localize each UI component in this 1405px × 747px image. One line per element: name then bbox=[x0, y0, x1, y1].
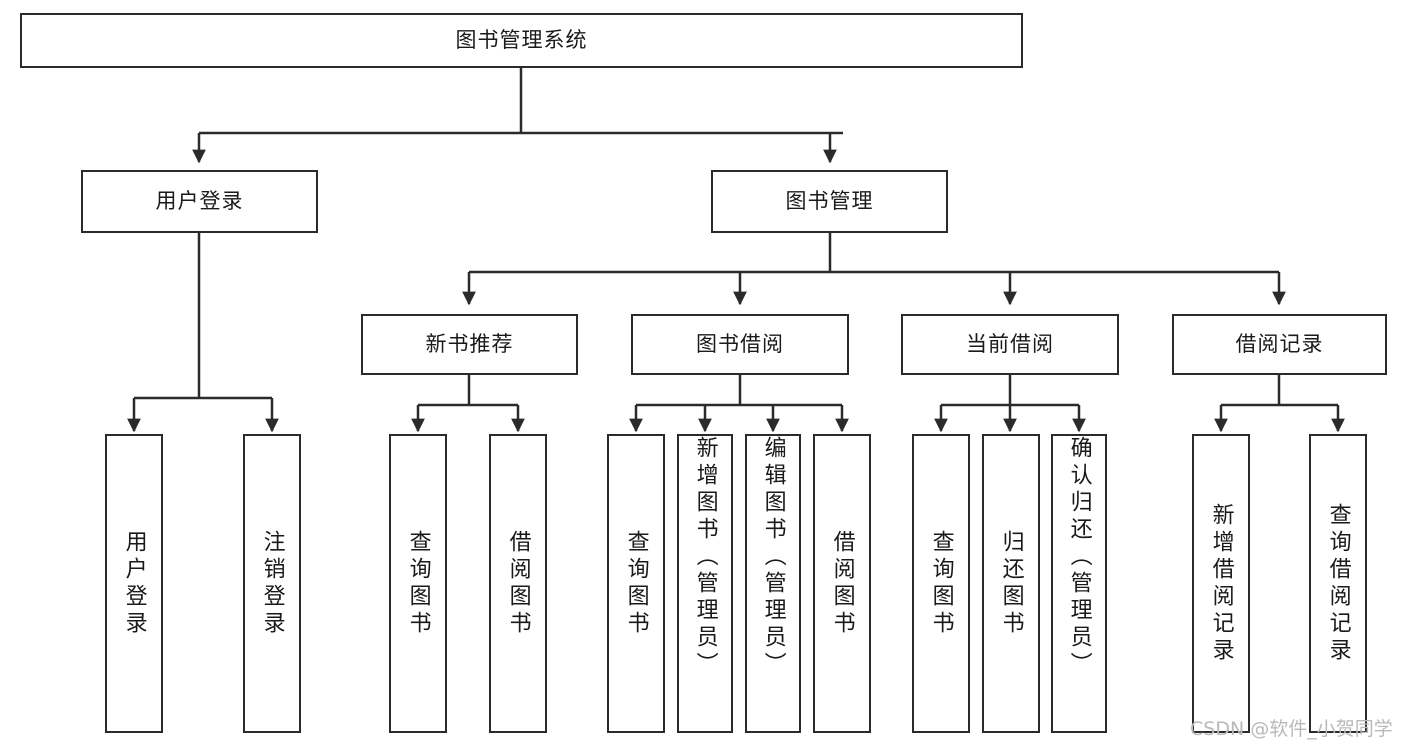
leaf-record-query-record-label: 查询借阅记录 bbox=[1325, 502, 1351, 665]
node-book-borrow[interactable]: 图书借阅 bbox=[631, 314, 849, 375]
leaf-recommend-query-book-label: 查询图书 bbox=[405, 529, 431, 638]
leaf-record-add-record[interactable]: 新增借阅记录 bbox=[1192, 434, 1250, 733]
leaf-current-return-book[interactable]: 归还图书 bbox=[982, 434, 1040, 733]
node-current-borrow[interactable]: 当前借阅 bbox=[901, 314, 1119, 375]
leaf-current-confirm-return-admin[interactable]: 确认归还（管理员） bbox=[1051, 434, 1107, 733]
node-book-borrow-label: 图书借阅 bbox=[696, 332, 784, 357]
leaf-current-query-book-label: 查询图书 bbox=[928, 529, 954, 638]
leaf-recommend-borrow-book-label: 借阅图书 bbox=[505, 529, 531, 638]
leaf-record-query-record[interactable]: 查询借阅记录 bbox=[1309, 434, 1367, 733]
node-root-system[interactable]: 图书管理系统 bbox=[20, 13, 1023, 68]
leaf-borrow-edit-book-admin-label: 编辑图书（管理员） bbox=[760, 436, 786, 679]
node-book-management[interactable]: 图书管理 bbox=[711, 170, 948, 233]
node-user-login[interactable]: 用户登录 bbox=[81, 170, 318, 233]
leaf-current-return-book-label: 归还图书 bbox=[998, 529, 1024, 638]
leaf-recommend-borrow-book[interactable]: 借阅图书 bbox=[489, 434, 547, 733]
leaf-borrow-query-book[interactable]: 查询图书 bbox=[607, 434, 665, 733]
leaf-current-query-book[interactable]: 查询图书 bbox=[912, 434, 970, 733]
leaf-recommend-query-book[interactable]: 查询图书 bbox=[389, 434, 447, 733]
leaf-user-login-login-label: 用户登录 bbox=[121, 529, 147, 638]
node-current-borrow-label: 当前借阅 bbox=[966, 332, 1054, 357]
leaf-user-login-logout-label: 注销登录 bbox=[259, 529, 285, 638]
leaf-user-login-logout[interactable]: 注销登录 bbox=[243, 434, 301, 733]
leaf-borrow-borrow-book[interactable]: 借阅图书 bbox=[813, 434, 871, 733]
leaf-borrow-query-book-label: 查询图书 bbox=[623, 529, 649, 638]
leaf-user-login-login[interactable]: 用户登录 bbox=[105, 434, 163, 733]
leaf-record-add-record-label: 新增借阅记录 bbox=[1208, 502, 1234, 665]
leaf-borrow-edit-book-admin[interactable]: 编辑图书（管理员） bbox=[745, 434, 801, 733]
node-root-system-label: 图书管理系统 bbox=[455, 28, 588, 53]
node-user-login-label: 用户登录 bbox=[155, 189, 244, 214]
leaf-borrow-add-book-admin-label: 新增图书（管理员） bbox=[692, 436, 718, 679]
node-borrow-record[interactable]: 借阅记录 bbox=[1172, 314, 1387, 375]
leaf-borrow-add-book-admin[interactable]: 新增图书（管理员） bbox=[677, 434, 733, 733]
watermark-credit: CSDN @软件_小贺同学 bbox=[1190, 718, 1393, 740]
node-book-management-label: 图书管理 bbox=[785, 189, 874, 214]
leaf-current-confirm-return-admin-label: 确认归还（管理员） bbox=[1066, 436, 1092, 679]
node-new-book-recommend[interactable]: 新书推荐 bbox=[361, 314, 578, 375]
node-borrow-record-label: 借阅记录 bbox=[1235, 332, 1324, 357]
leaf-borrow-borrow-book-label: 借阅图书 bbox=[829, 529, 855, 638]
node-new-book-recommend-label: 新书推荐 bbox=[425, 332, 514, 357]
